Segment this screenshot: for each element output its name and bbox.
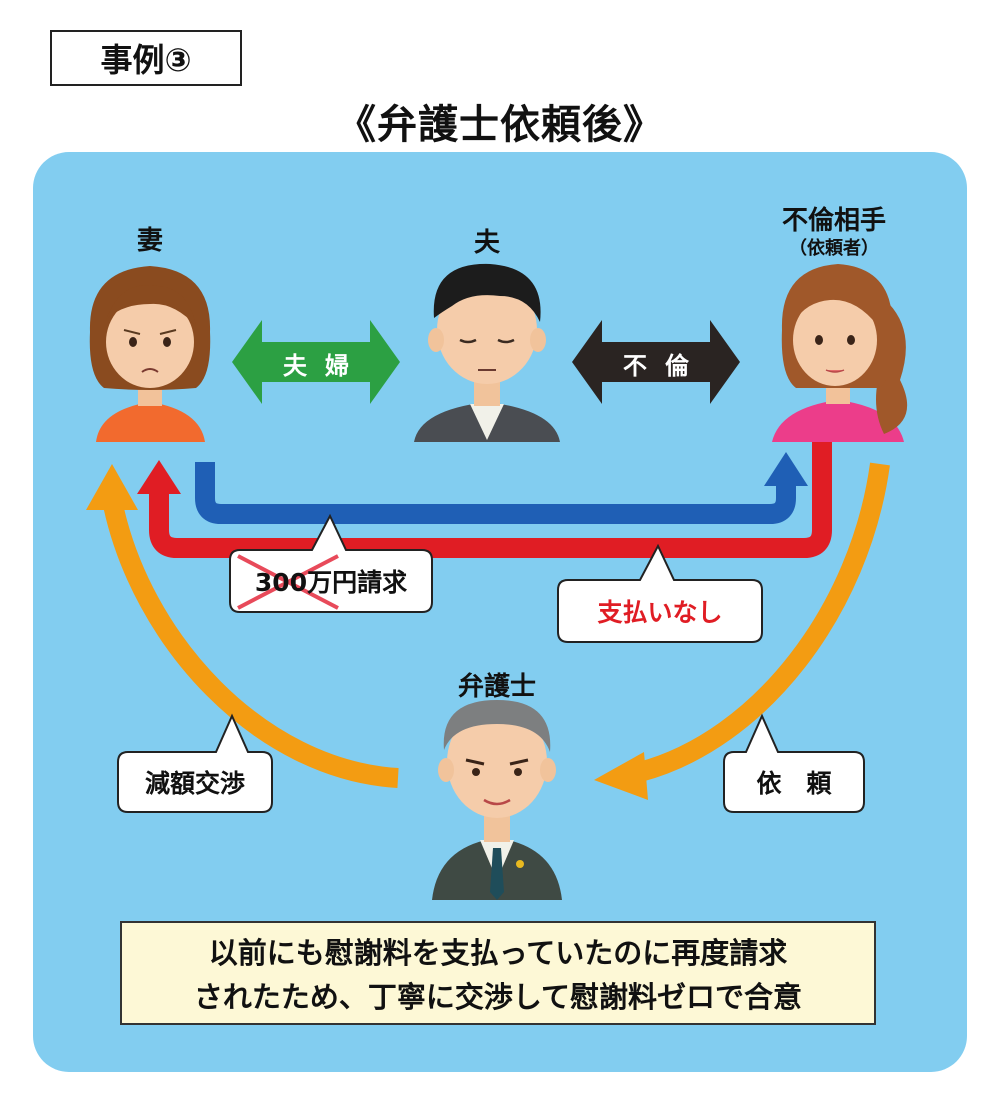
wife-label: 妻: [136, 226, 163, 256]
claim-text: 300万円請求: [254, 568, 408, 597]
payment-arrowhead: [137, 460, 181, 494]
affair-partner-label: 不倫相手: [781, 206, 886, 236]
affair-partner-sublabel: （依頼者）: [789, 238, 879, 259]
page-title: 《弁護士依頼後》: [336, 102, 664, 148]
lawyer-figure: [432, 700, 562, 900]
no-payment-text: 支払いなし: [597, 598, 723, 627]
payment-arrow: [149, 442, 832, 558]
marriage-arrow: [232, 320, 400, 404]
affair-label: 不倫: [623, 352, 707, 380]
affair-partner-figure: [772, 264, 908, 442]
request-arrow: [637, 462, 890, 782]
husband-label: 夫: [473, 228, 500, 258]
claim-arrowhead: [764, 452, 808, 486]
husband-figure: [414, 263, 560, 442]
request-arrowhead: [594, 752, 648, 800]
marriage-label: 夫婦: [283, 352, 367, 380]
negotiation-arrow: [102, 498, 399, 788]
cross-out-line: [237, 554, 339, 610]
summary-line-1: 以前にも慰謝料を支払っていたのに再度請求: [208, 936, 788, 970]
case-label: 事例③: [50, 30, 242, 86]
no-payment-bubble: [557, 543, 763, 643]
summary-line-2: されたため、丁寧に交渉して慰謝料ゼロで合意: [193, 980, 803, 1014]
affair-arrow: [572, 320, 740, 404]
negotiation-bubble: [117, 713, 273, 813]
lawyer-label: 弁護士: [457, 672, 536, 702]
claim-bubble: [229, 513, 433, 613]
request-bubble: [723, 713, 865, 813]
claim-arrow: [195, 462, 796, 524]
wife-figure: [89, 266, 211, 442]
negotiation-text: 減額交渉: [144, 769, 245, 798]
request-text: 依 頼: [756, 769, 832, 798]
negotiation-arrowhead: [86, 464, 138, 510]
summary-box: 以前にも慰謝料を支払っていたのに再度請求 されたため、丁寧に交渉して慰謝料ゼロで…: [120, 921, 876, 1025]
